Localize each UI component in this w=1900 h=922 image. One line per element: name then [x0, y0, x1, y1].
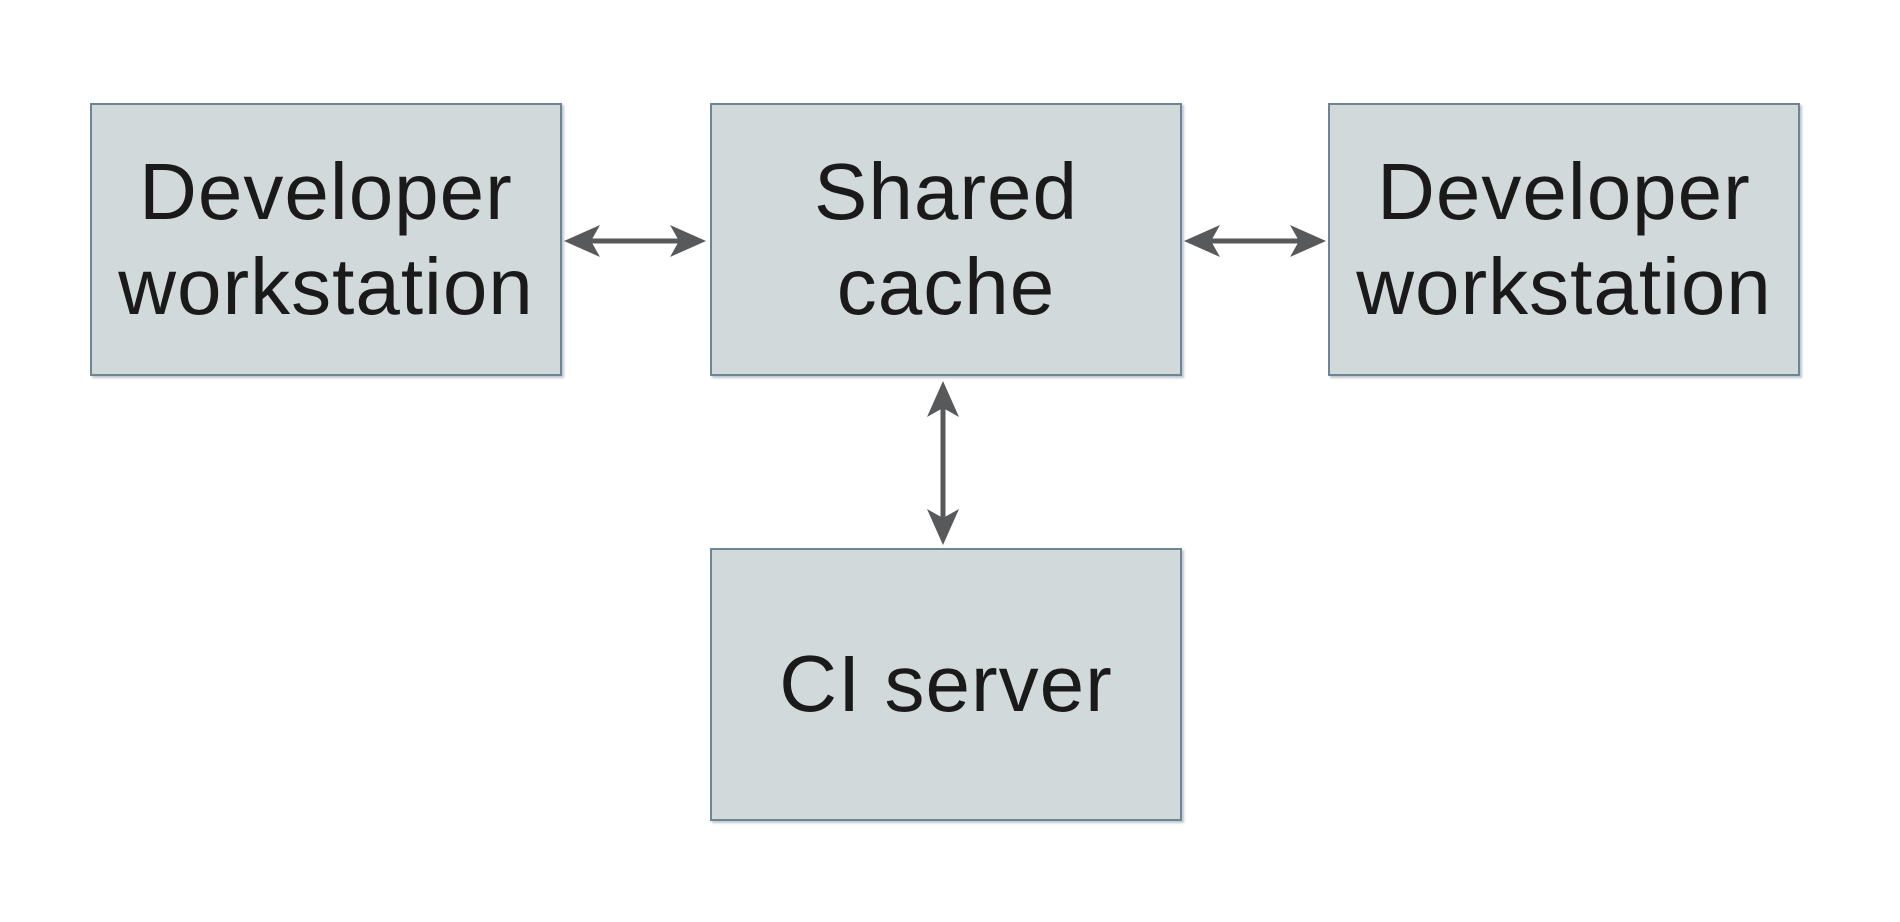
node-label-shared-cache: Shared cache: [814, 147, 1078, 331]
node-label-ci-server: CI server: [779, 639, 1113, 729]
node-label-developer-workstation-right: Developer workstation: [1356, 147, 1772, 331]
bidirectional-arrow-icon-right: [1184, 225, 1326, 257]
bidirectional-arrow-icon-left: [564, 225, 706, 257]
node-developer-workstation-right: Developer workstation: [1328, 103, 1800, 376]
node-shared-cache: Shared cache: [710, 103, 1182, 376]
node-ci-server: CI server: [710, 548, 1182, 821]
node-developer-workstation-left: Developer workstation: [90, 103, 562, 376]
node-label-developer-workstation-left: Developer workstation: [118, 147, 534, 331]
bidirectional-arrow-icon-vertical: [927, 381, 959, 545]
